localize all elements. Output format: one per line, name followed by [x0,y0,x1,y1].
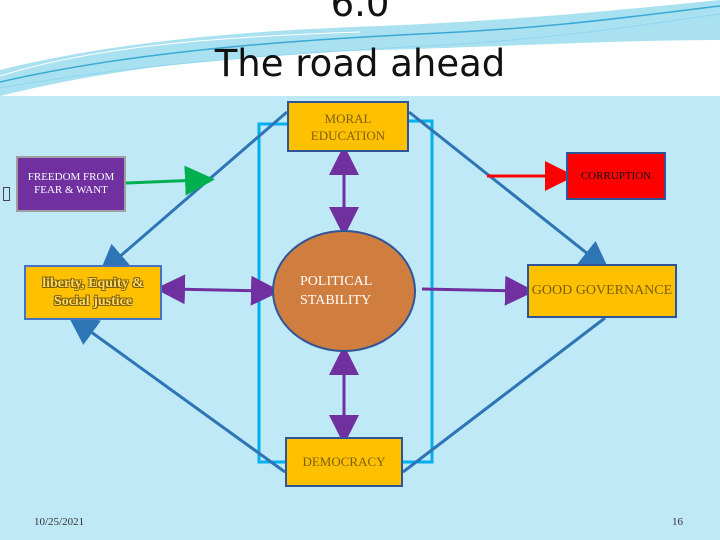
slide-number-heading: 6.0 [330,0,390,25]
moral-to-governance-arrow [408,110,610,272]
political-stability-circle: POLITICAL STABILITY [272,230,416,352]
freedom-label: FREEDOM FROM FEAR & WANT [27,171,115,196]
moral-education-box: MORAL EDUCATION [287,101,409,152]
democracy-label: DEMOCRACY [302,454,386,469]
good-governance-label: GOOD GOVERNANCE [531,283,673,298]
democracy-to-governance-line [402,316,606,474]
good-governance-box: GOOD GOVERNANCE [527,264,677,318]
liberty-political-arrow [155,274,281,306]
moral-education-label: MORAL EDUCATION [310,110,386,143]
corruption-box: CORRUPTION [566,152,666,200]
corruption-label: CORRUPTION [580,170,652,182]
democracy-box: DEMOCRACY [285,437,403,487]
political-stability-label: POLITICAL STABILITY [300,274,372,308]
slide-header [0,0,720,96]
freedom-box: FREEDOM FROM FEAR & WANT [16,156,126,212]
freedom-to-center-arrow [125,165,215,196]
slide-title: The road ahead [214,42,506,85]
liberty-box: liberty, Equity & Social justice [24,265,162,320]
bullet-marker [3,187,10,201]
political-governance-arrow [421,275,535,306]
footer-date: 10/25/2021 [34,516,85,528]
liberty-label: liberty, Equity & Social justice [42,275,144,309]
header-wave-decoration [0,0,720,96]
page-number: 16 [672,516,683,528]
democracy-to-liberty-arrow [67,315,286,474]
